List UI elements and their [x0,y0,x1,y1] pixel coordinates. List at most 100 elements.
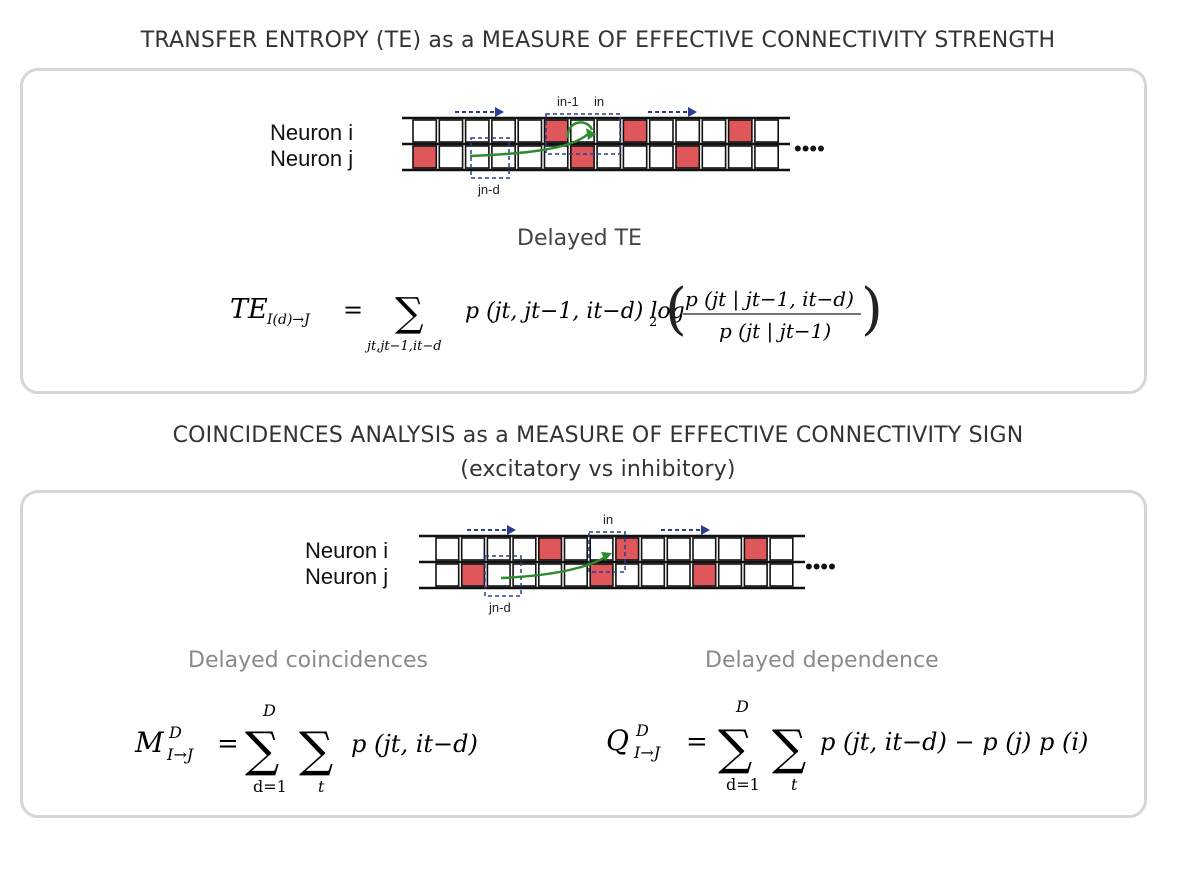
neuron-i-bin [727,119,753,143]
te-sum: ∑ [395,290,424,336]
coincidence-spike-diagram: Neuron i Neuron j in jn-d •••• [305,512,836,615]
neuron-j-bin [769,563,794,587]
neuron-i-bin [640,537,666,561]
neuron-j-bin [412,145,438,169]
neuron-i-bin [622,119,648,143]
neuron-i-bin [438,119,464,143]
neuron-i-bin [491,119,516,143]
coincidence-section-title: COINCIDENCES ANALYSIS as a MEASURE OF EF… [172,423,1024,448]
te-lhs: TE [230,294,268,325]
q-sup: D [635,721,649,740]
window-box-jnd [470,137,510,179]
neuron-i-label: Neuron i [270,120,353,145]
label-in-1: in-1 [557,94,579,109]
te-equals: = [343,296,363,324]
coincidence-section-subtitle: (excitatory vs inhibitory) [460,457,736,482]
neuron-j-bin [648,145,674,169]
neuron-i-bin [648,119,674,143]
q-sum2-bottom: t [791,775,798,794]
ellipsis: •••• [805,554,836,579]
te-sum-sub: jt,jt−1,it−d [364,339,442,354]
q-sum2: ∑ [772,720,806,776]
label-in: in [594,94,604,109]
neuron-j-bin [754,145,779,169]
neuron-j-bin [640,563,666,587]
te-paren-right: ) [861,277,883,342]
te-formula: TE I(d)→J = ∑ jt,jt−1,it−d p (jt, jt−1, … [230,277,883,354]
te-log-base: 2 [649,315,657,330]
te-denominator: p (jt | jt−1) [719,319,831,344]
neuron-j-label: Neuron j [270,146,353,171]
neuron-j-bin [615,563,640,587]
shift-arrow-right [661,525,710,535]
spike-grid [402,116,790,172]
window-box-in [545,113,621,155]
neuron-j-bin [486,563,511,587]
neuron-j-bin [491,145,516,169]
neuron-i-bin [692,537,717,561]
neuron-j-bin [460,563,486,587]
neuron-j-bin [727,145,753,169]
neuron-i-bin [717,537,743,561]
m-sum1-top: D [262,701,276,720]
q-term: p (jt, it−d) − p (j) p (i) [820,728,1088,756]
neuron-j-bin [438,145,464,169]
neuron-j-bin [743,563,768,587]
m-sum2-bottom: t [318,777,325,796]
neuron-i-bin [460,537,486,561]
m-sup: D [168,723,182,742]
shift-arrow-left [455,107,504,117]
neuron-i-bin [517,119,543,143]
te-paren-left: ( [665,277,687,342]
neuron-i-label: Neuron i [305,538,388,563]
label-jnd: jn-d [477,182,500,197]
neuron-j-bin [701,145,727,169]
neuron-j-bin [717,563,743,587]
m-lhs: M [134,726,165,759]
shift-arrow-left [467,525,516,535]
te-numerator: p (jt | jt−1, it−d) [685,287,854,312]
te-subtitle: Delayed TE [517,226,642,251]
neuron-i-bin [563,537,589,561]
te-term: p (jt, jt−1, it−d) log [465,299,685,324]
neuron-j-label: Neuron j [305,564,388,589]
neuron-i-bin [754,119,779,143]
neuron-i-bin [596,119,622,143]
m-term: p (jt, it−d) [351,730,478,758]
q-equals: = [686,727,708,757]
dependence-formula: Q D I→J = D ∑ d=1 ∑ t p (jt, it−d) − p (… [606,697,1088,794]
q-sum1-top: D [735,697,749,716]
m-sum2: ∑ [299,722,333,778]
delayed-coincidences-caption: Delayed coincidences [188,648,428,673]
influence-arrow [500,552,612,580]
delayed-dependence-caption: Delayed dependence [705,648,939,673]
q-sum1: ∑ [718,720,752,776]
neuron-i-bin [675,119,701,143]
neuron-i-bin [543,119,569,143]
neuron-j-bin [622,145,648,169]
neuron-j-bin [569,145,595,169]
neuron-j-bin [543,145,569,169]
te-lhs-sub: I(d)→J [266,312,311,328]
neuron-j-bin [692,563,717,587]
ellipsis: •••• [794,136,825,161]
neuron-j-bin [589,563,614,587]
neuron-i-bin [412,119,438,143]
window-box-in [588,531,626,573]
neuron-i-bin [666,537,691,561]
neuron-i-bin [615,537,640,561]
q-lhs: Q [606,724,629,757]
neuron-i-bin [464,119,490,143]
neuron-j-bin [675,145,701,169]
neuron-i-bin [486,537,511,561]
neuron-i-bin [435,537,460,561]
neuron-j-bin [435,563,460,587]
neuron-i-bin [512,537,537,561]
coincidence-formula: M D I→J = D ∑ d=1 ∑ t p (jt, it−d) [134,701,478,796]
label-jnd: jn-d [488,600,511,615]
neuron-i-bin [769,537,794,561]
te-section-title: TRANSFER ENTROPY (TE) as a MEASURE OF EF… [140,28,1056,53]
neuron-j-bin [517,145,543,169]
m-sub: I→J [166,745,195,764]
q-sub: I→J [633,743,662,762]
